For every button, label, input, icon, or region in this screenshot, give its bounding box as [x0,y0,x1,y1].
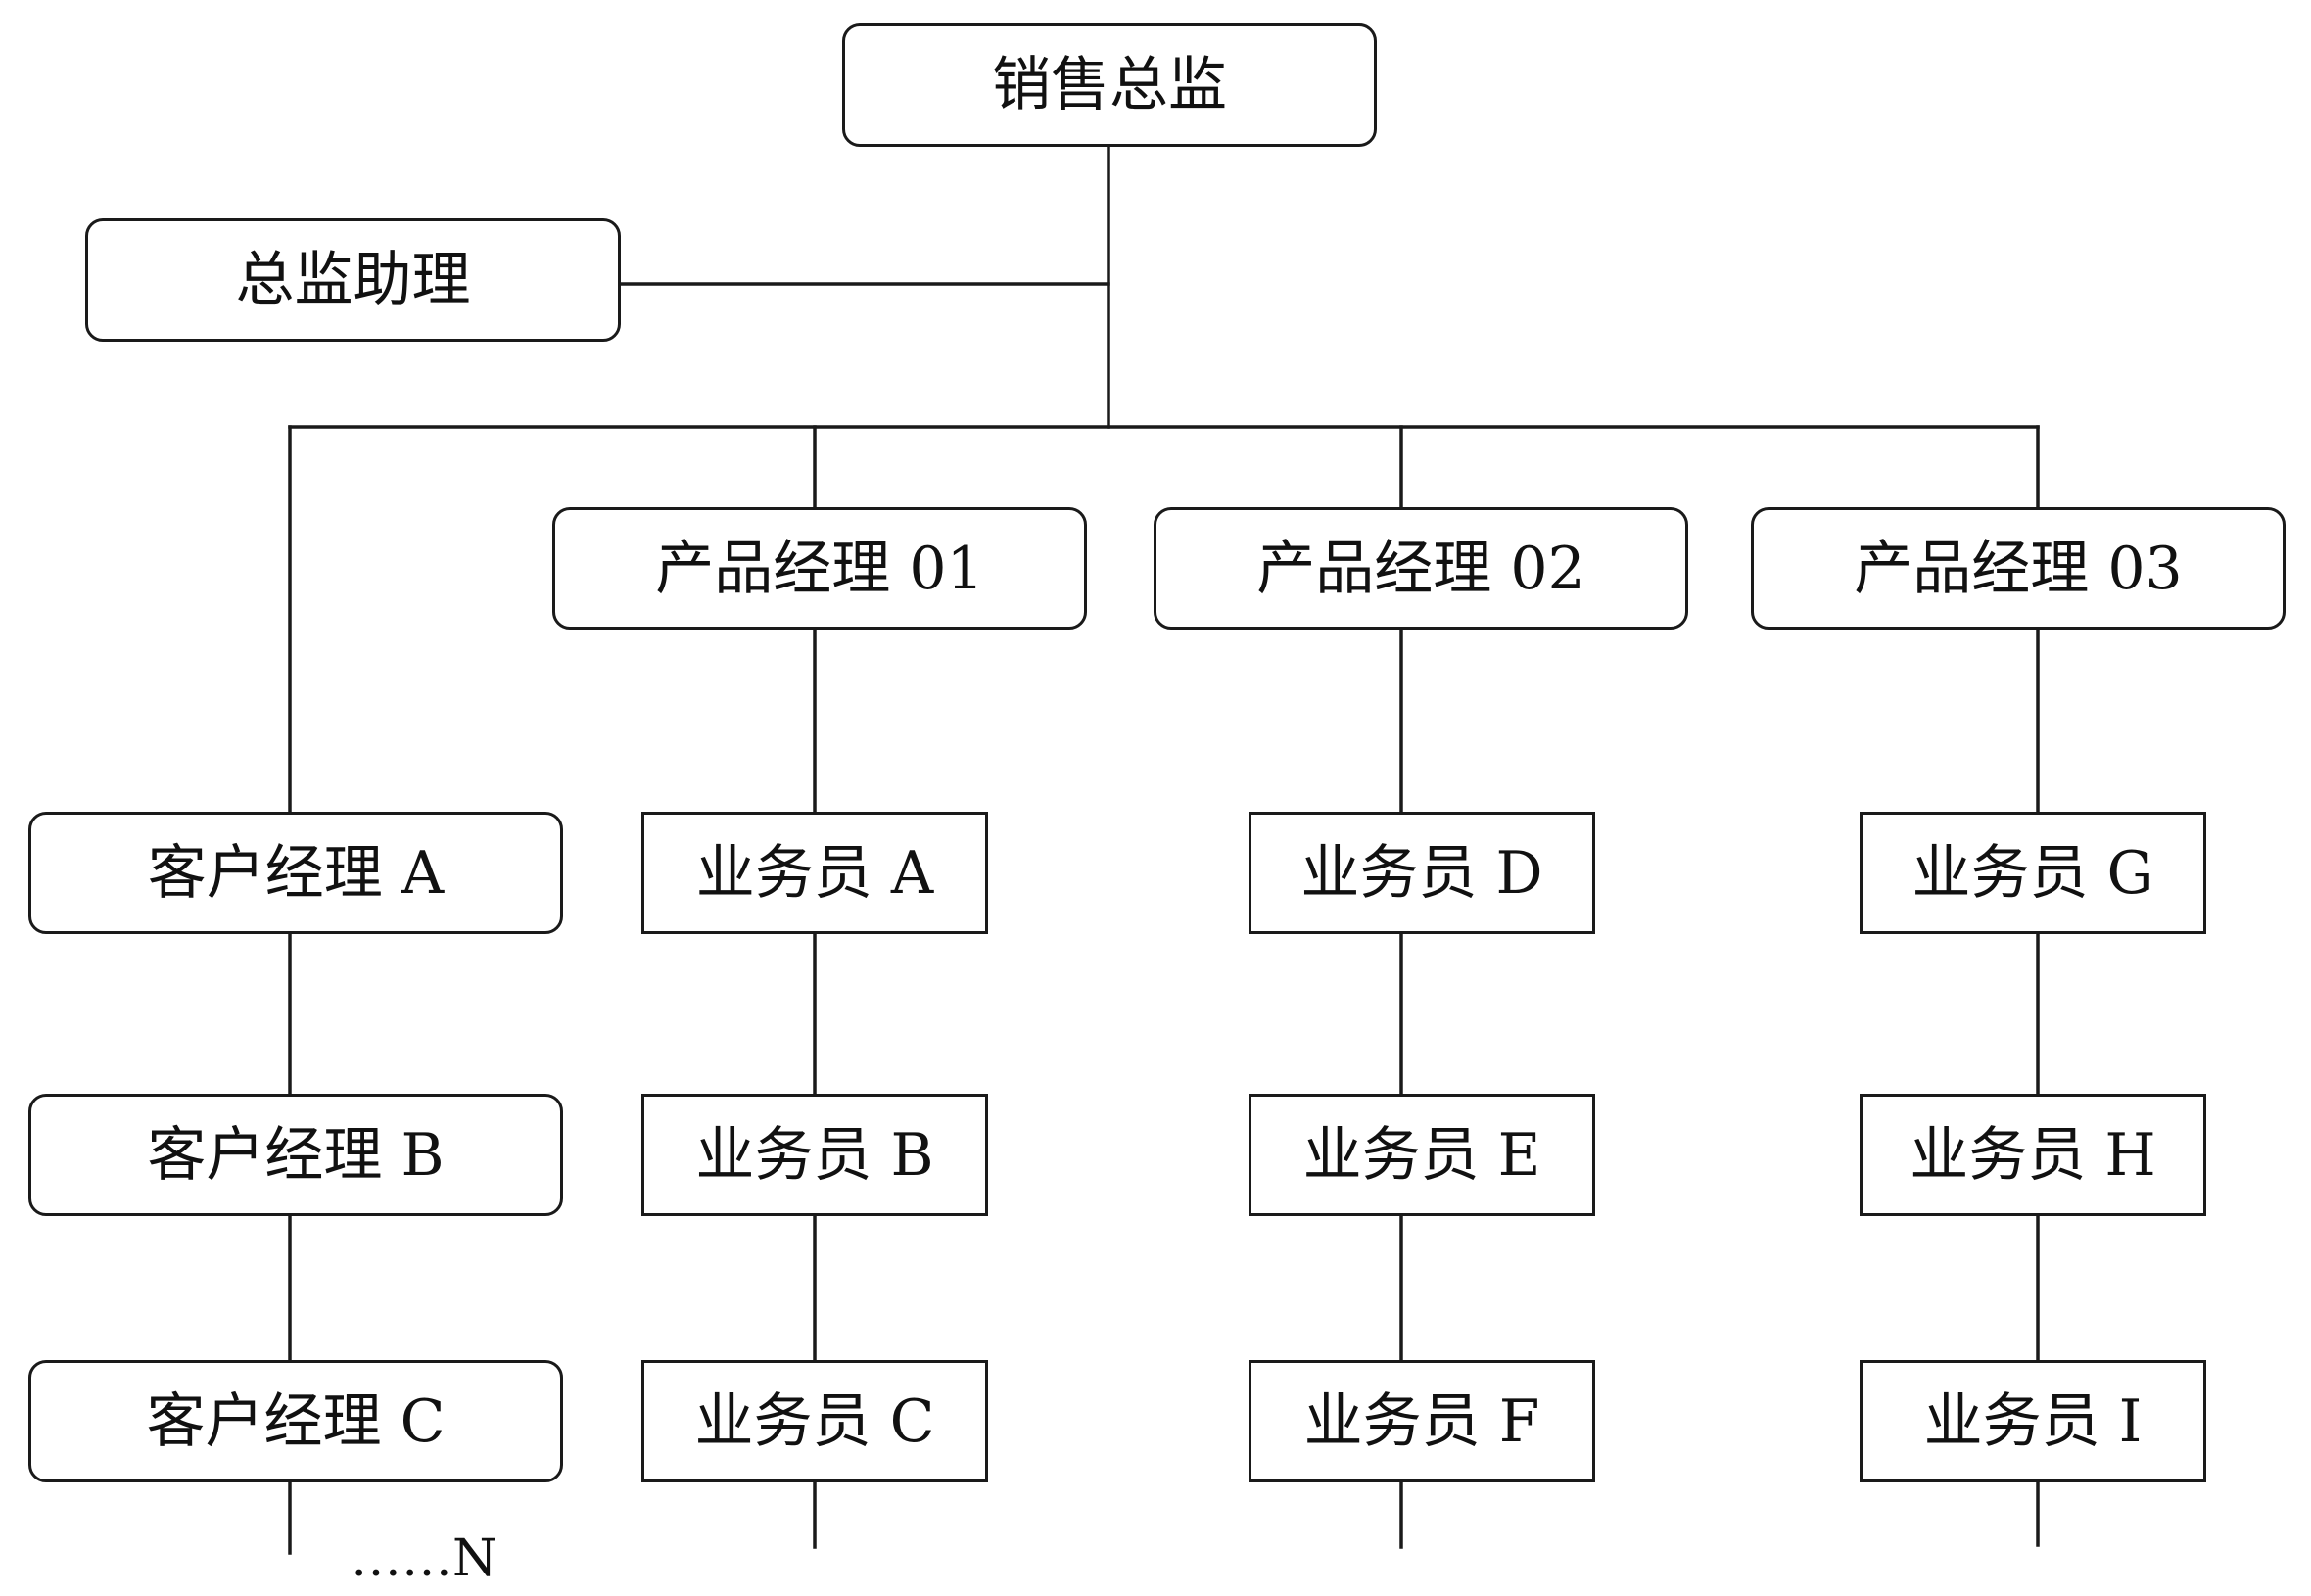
director-assistant-box: 总监助理 [85,218,621,342]
account-manager-c-box: 客户经理 C [28,1360,563,1482]
staff-i-box: 业务员 I [1860,1360,2206,1482]
staff-e-box: 业务员 E [1249,1094,1595,1216]
product-manager-02-box: 产品经理 02 [1154,507,1688,630]
product-manager-01-box: 产品经理 01 [552,507,1087,630]
staff-f-box: 业务员 F [1249,1360,1595,1482]
staff-d-box: 业务员 D [1249,812,1595,934]
staff-h-box: 业务员 H [1860,1094,2206,1216]
continuation-label: ……N [351,1529,497,1588]
account-manager-b-box: 客户经理 B [28,1094,563,1216]
sales-director-box: 销售总监 [842,23,1377,147]
staff-c-box: 业务员 C [641,1360,988,1482]
product-manager-03-box: 产品经理 03 [1751,507,2286,630]
staff-g-box: 业务员 G [1860,812,2206,934]
staff-b-box: 业务员 B [641,1094,988,1216]
staff-a-box: 业务员 A [641,812,988,934]
account-manager-a-box: 客户经理 A [28,812,563,934]
